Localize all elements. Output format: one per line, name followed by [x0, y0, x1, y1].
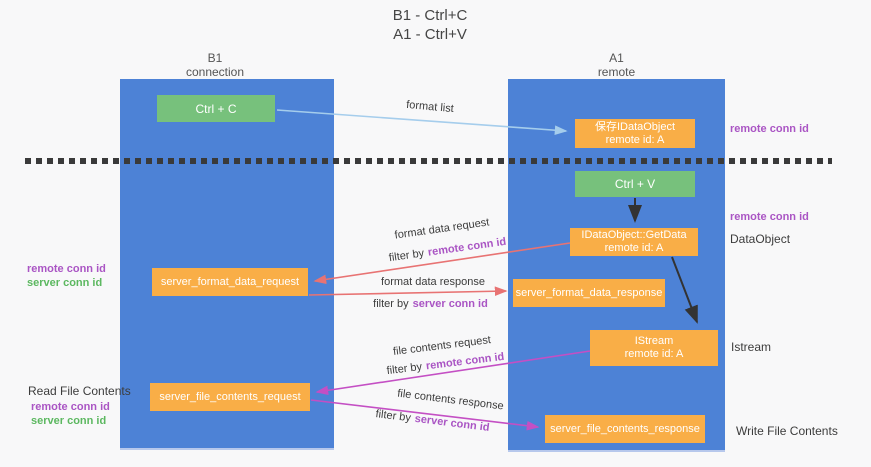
istream-line1: IStream [634, 335, 674, 347]
left-remote-conn-id-lower: remote conn id [31, 401, 110, 413]
left-column-name: B1 [207, 51, 223, 65]
left-column-role: connection [185, 65, 245, 79]
left-remote-conn-id-upper: remote conn id [27, 263, 106, 275]
remote-conn-id-text: remote conn id [425, 350, 505, 373]
filter-by-text: filter by [388, 247, 425, 265]
filter-by-text: filter by [386, 360, 423, 378]
server-format-data-request-box: server_format_data_request [152, 268, 308, 296]
write-file-contents-annotation: Write File Contents [736, 424, 838, 438]
server-format-data-response-label: server_format_data_response [515, 286, 663, 299]
file-contents-response-label: file contents response [396, 387, 505, 413]
right-column-header: A1 remote [508, 51, 725, 79]
server-format-data-response-box: server_format_data_response [513, 279, 665, 307]
save-dataobject-box: 保存IDataObject remote id: A [575, 119, 695, 148]
read-file-contents-annotation: Read File Contents [28, 384, 131, 398]
filter-by-text: filter by [374, 408, 412, 425]
server-file-contents-response-box: server_file_contents_response [545, 415, 705, 443]
remote-conn-id-annotation-mid: remote conn id [730, 211, 809, 223]
format-list-label: format list [405, 98, 455, 116]
istream-line2: remote id: A [624, 348, 684, 360]
server-conn-id-text: server conn id [412, 298, 488, 310]
format-data-response-label: format data response [381, 276, 485, 288]
right-column-name: A1 [609, 51, 624, 65]
istream-annotation: Istream [731, 340, 772, 354]
ctrl-v-label: Ctrl + V [614, 177, 656, 191]
save-dataobject-line1: 保存IDataObject [594, 120, 676, 133]
dataobject-annotation: DataObject [730, 232, 791, 246]
title-line-2: A1 - Ctrl+V [393, 26, 467, 43]
save-dataobject-line2: remote id: A [605, 133, 665, 146]
remote-conn-id-annotation-top: remote conn id [730, 123, 809, 135]
server-file-contents-request-box: server_file_contents_request [150, 383, 310, 411]
ctrl-v-box: Ctrl + V [575, 171, 695, 197]
server-conn-id-text: server conn id [414, 412, 491, 434]
getdata-line2: remote id: A [604, 242, 664, 254]
left-server-conn-id-upper: server conn id [27, 277, 103, 289]
right-column-role: remote [597, 65, 636, 79]
ctrl-c-box: Ctrl + C [157, 95, 275, 122]
istream-box: IStream remote id: A [590, 330, 718, 366]
left-column-header: B1 connection [110, 51, 320, 79]
dashed-separator-line [25, 158, 832, 164]
remote-conn-id-text: remote conn id [427, 235, 507, 259]
filter-by-text: filter by [373, 298, 409, 310]
getdata-line1: IDataObject::GetData [581, 229, 687, 241]
diagram-title: B1 - Ctrl+C A1 - Ctrl+V [0, 6, 860, 44]
left-server-conn-id-lower: server conn id [31, 415, 107, 427]
title-line-1: B1 - Ctrl+C [392, 7, 468, 24]
format-response-arrow [308, 286, 508, 297]
ctrl-c-label: Ctrl + C [195, 101, 237, 116]
server-file-contents-response-label: server_file_contents_response [550, 422, 700, 435]
server-file-contents-request-label: server_file_contents_request [159, 390, 301, 403]
server-format-data-request-label: server_format_data_request [160, 275, 300, 288]
getdata-box: IDataObject::GetData remote id: A [570, 228, 698, 256]
